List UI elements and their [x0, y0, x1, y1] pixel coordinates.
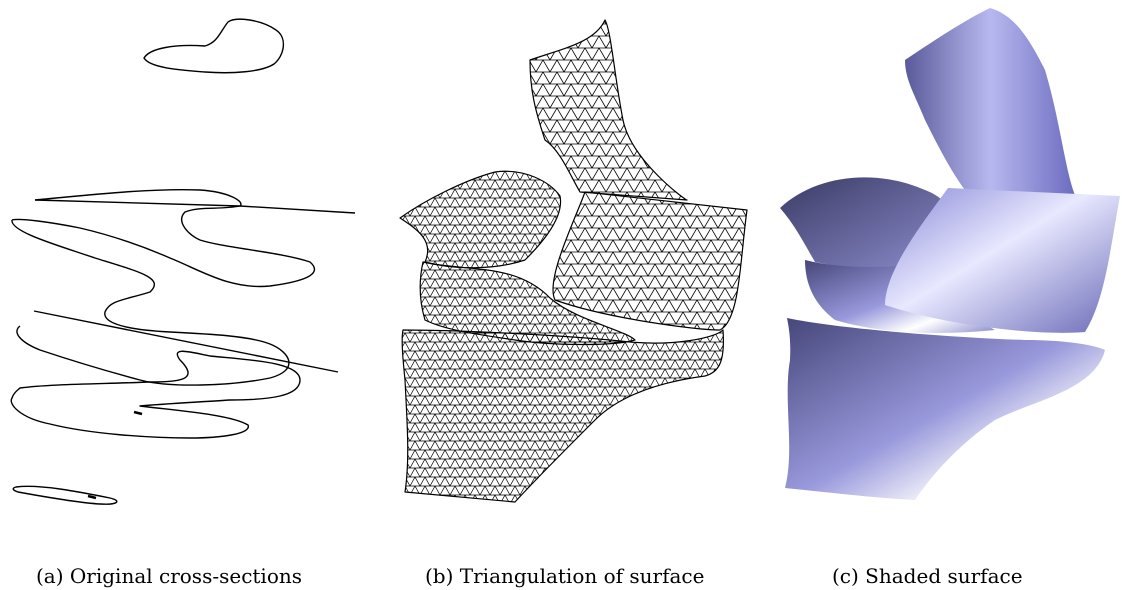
mesh-left-wing	[399, 170, 562, 269]
shaded-front-sheet	[885, 188, 1120, 333]
caption-b-text: Triangulation of surface	[459, 564, 705, 588]
contour-wave-1	[11, 188, 316, 288]
panel-a-cross-sections	[0, 0, 370, 520]
contour-diagonal	[33, 310, 339, 373]
mesh-upper-column	[529, 19, 688, 201]
contour-mark-2	[87, 494, 97, 500]
contour-stroke-1	[34, 199, 356, 214]
caption-c-label: (c)	[832, 564, 859, 588]
contour-bottom	[12, 485, 118, 505]
mesh-lower-body	[401, 329, 725, 503]
cross-sections-drawing	[10, 18, 356, 505]
contour-lower	[10, 350, 301, 439]
mesh-front-sheet	[552, 191, 748, 331]
panel-c-shaded	[765, 0, 1122, 520]
caption-a-label: (a)	[36, 564, 64, 588]
caption-c-text: Shaded surface	[865, 564, 1023, 588]
shaded-upper-column	[905, 8, 1075, 195]
contour-wave-2	[11, 219, 290, 386]
caption-a-text: Original cross-sections	[69, 564, 303, 588]
caption-b-label: (b)	[425, 564, 454, 588]
caption-c: (c) Shaded surface	[832, 564, 1023, 588]
caption-a: (a) Original cross-sections	[36, 564, 302, 588]
contour-top	[143, 18, 284, 74]
panel-b-triangulation	[375, 0, 755, 520]
shaded-surface-drawing	[780, 8, 1120, 500]
contour-mark-1	[133, 410, 143, 416]
triangulation-drawing	[399, 19, 748, 503]
caption-b: (b) Triangulation of surface	[425, 564, 704, 588]
shaded-lower-body	[785, 318, 1105, 500]
